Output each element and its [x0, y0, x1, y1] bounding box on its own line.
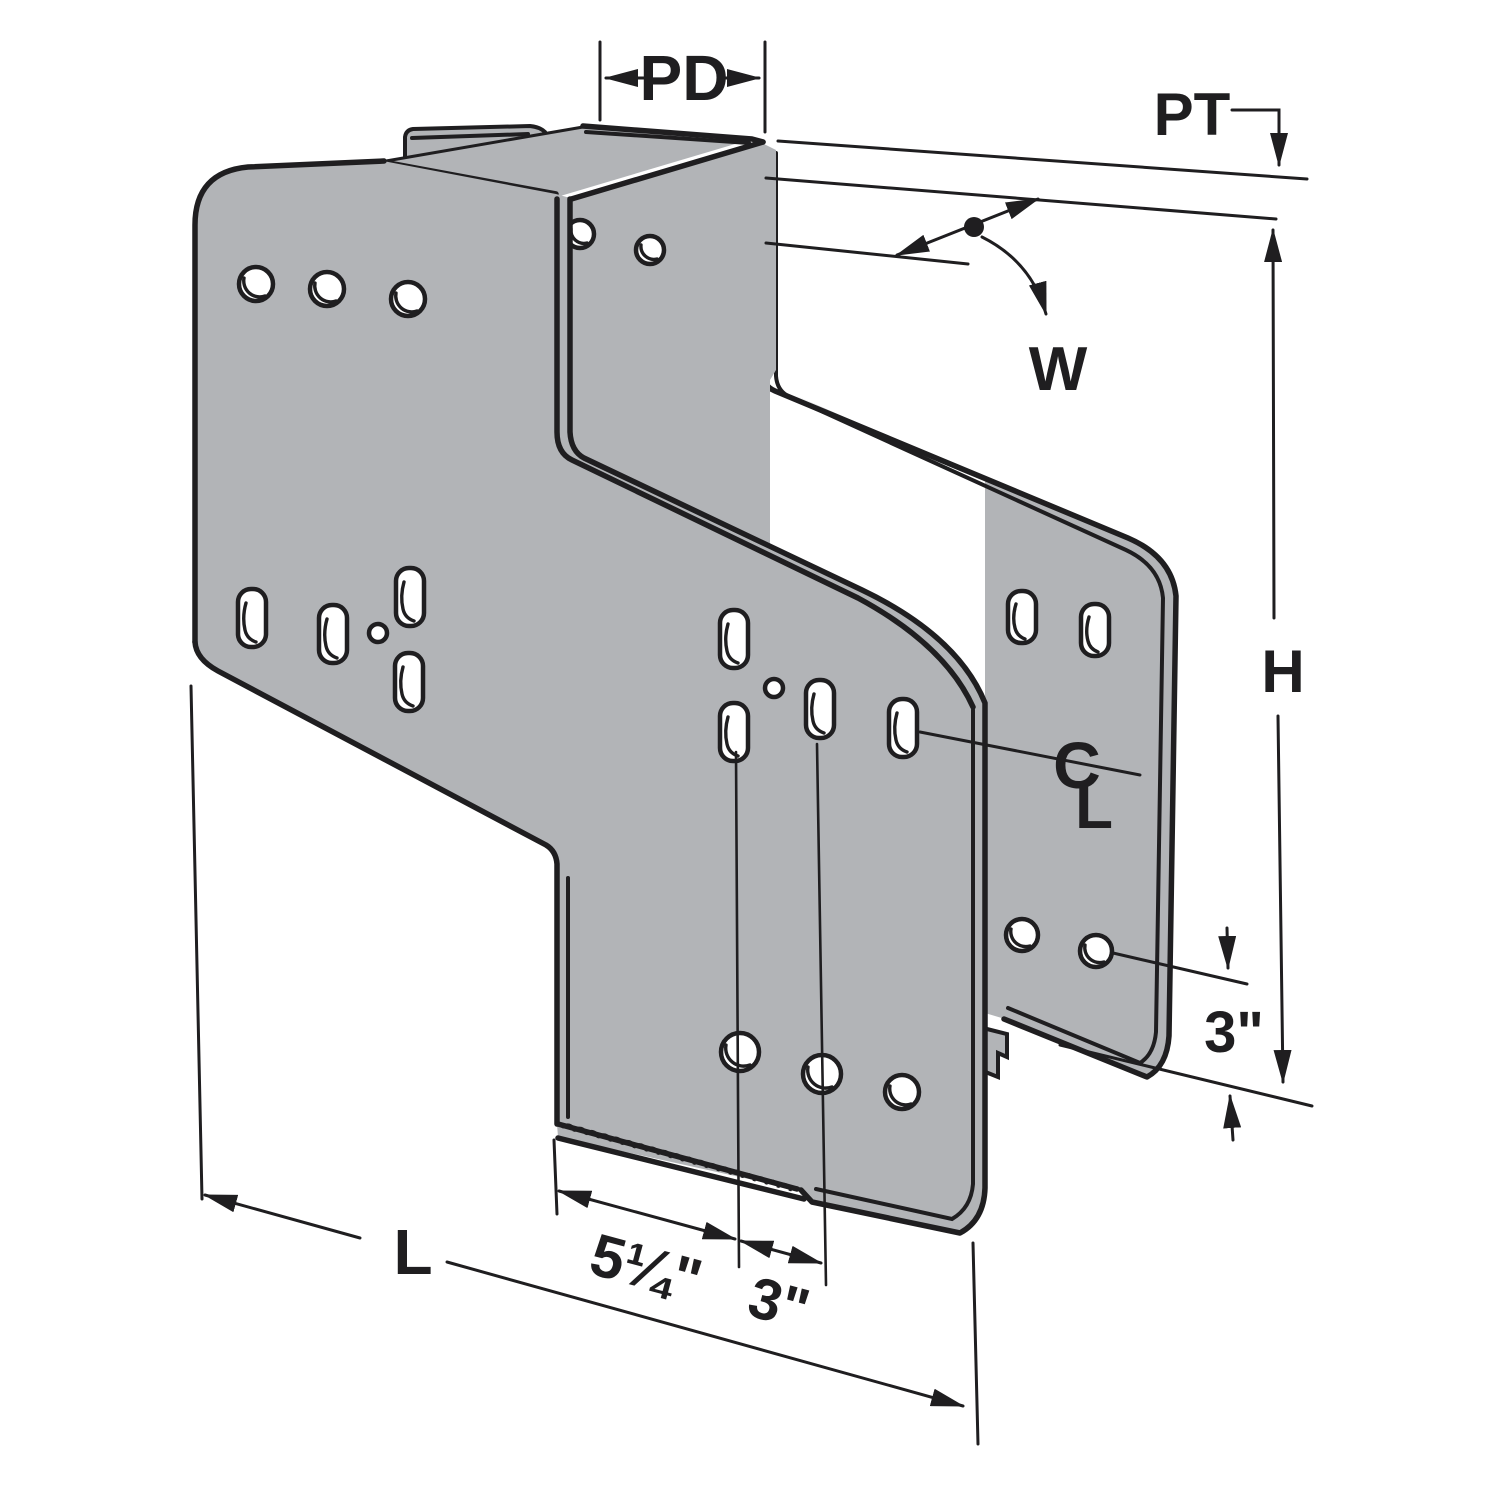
dim-bottom [552, 742, 828, 1287]
annotations [189, 40, 1314, 1446]
label-pd: PD [640, 42, 729, 114]
front-plate-left-slots [235, 565, 427, 714]
label-l: L [393, 1216, 432, 1288]
centerline-symbol-c: C [1053, 728, 1101, 802]
label-3-right: 3" [1204, 1000, 1264, 1065]
centerline-symbol: C L [1053, 728, 1113, 842]
dim-3-right [1111, 926, 1249, 1142]
dim-pd [598, 40, 767, 134]
bottom-bend-serration [555, 1121, 807, 1202]
dim-l [189, 684, 980, 1446]
label-h: H [1261, 638, 1304, 705]
front-plate-middle-slots [717, 607, 920, 764]
dim-pt [776, 108, 1309, 181]
label-pt: PT [1154, 81, 1231, 148]
centerline-symbol-l: L [1075, 773, 1113, 842]
middle-face [563, 139, 776, 560]
label-5quarter: 5¼" [583, 1221, 708, 1315]
front-plate-top-holes [236, 264, 428, 319]
w-leader-dot [964, 217, 984, 237]
label-w: W [1029, 335, 1088, 404]
front-plate [192, 158, 988, 1236]
label-3-bottom: 3" [742, 1264, 817, 1342]
dim-w [764, 197, 1048, 316]
centerline-leader [918, 730, 1142, 777]
rear-plate-slots [1005, 588, 1112, 659]
rear-plate-holes [1003, 916, 1115, 970]
